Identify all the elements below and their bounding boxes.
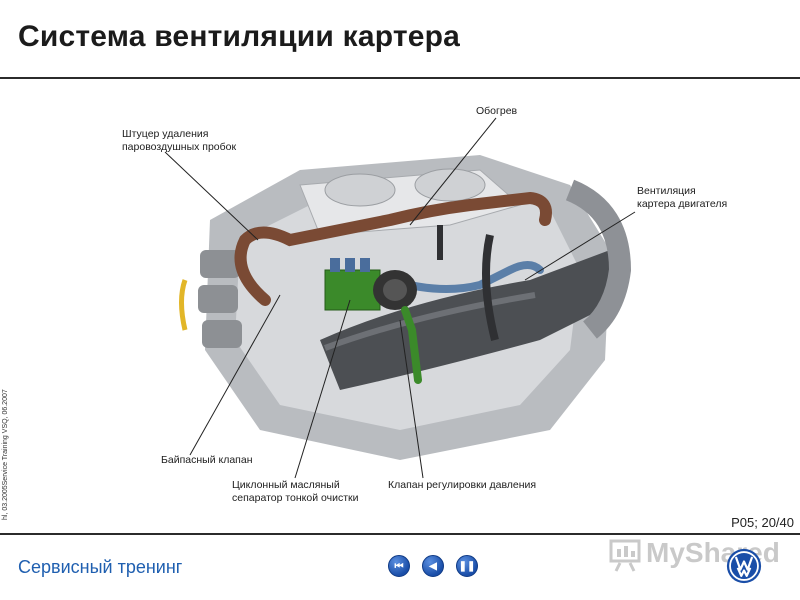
rewind-button[interactable]: ⏮: [388, 555, 410, 577]
footer-label: Сервисный тренинг: [18, 557, 183, 577]
rewind-icon: ⏮: [394, 560, 404, 572]
footer-divider: [0, 533, 800, 535]
side-credit: hl, 03.2005Service Training VSQ, 06.2007: [2, 389, 9, 520]
slide-title: Система вентиляции картера: [18, 20, 461, 53]
callout-shtutser: Штуцер удаления паровоздушных пробок: [122, 128, 237, 153]
title-divider: [0, 77, 800, 79]
page-number: P05; 20/40: [731, 515, 794, 530]
callout-bypass: Байпасный клапан: [161, 454, 253, 466]
pause-button[interactable]: ❚❚: [456, 555, 478, 577]
vw-logo-icon: [726, 548, 762, 584]
callout-ventilyatsiya: Вентиляция картера двигателя: [637, 185, 728, 210]
back-arrow-icon: ◀: [429, 560, 437, 572]
callout-separator: Циклонный масляный сепаратор тонкой очис…: [232, 479, 359, 504]
pause-icon: ❚❚: [458, 560, 476, 572]
callout-pressure: Клапан регулировки давления: [388, 479, 537, 491]
back-button[interactable]: ◀: [422, 555, 444, 577]
presentation-icon: [609, 539, 641, 572]
engine-illustration: [179, 155, 632, 460]
callout-obogrev: Обогрев: [476, 105, 518, 117]
